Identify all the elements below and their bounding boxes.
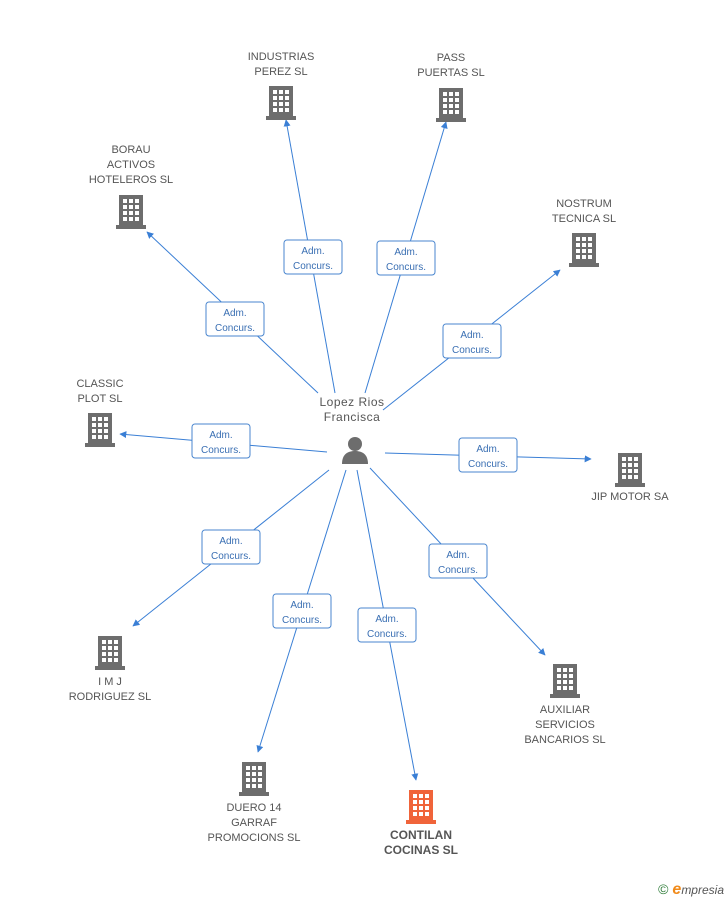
company-node-auxiliar-servicios[interactable]: AUXILIAR SERVICIOS BANCARIOS SL (524, 664, 606, 746)
relation-label-text: Concurs. (468, 459, 508, 470)
company-name-line: PEREZ SL (254, 66, 307, 78)
nodes-layer: INDUSTRIAS PEREZ SL PASS PUERTAS SL BORAU ACT… (69, 51, 670, 857)
company-name-line: TECNICA SL (552, 213, 616, 225)
relation-label-text: Adm. (219, 536, 242, 547)
building-icon (85, 413, 115, 447)
company-name-line: INDUSTRIAS (248, 51, 315, 63)
relation-label-text: Adm. (301, 246, 324, 257)
relation-label-text: Adm. (476, 444, 499, 455)
relation-label-box (357, 607, 417, 643)
relation-label-text: Adm. (394, 247, 417, 258)
relation-label-jip-motor[interactable]: Adm. Concurs. (458, 437, 518, 473)
relation-label-box (191, 423, 251, 459)
building-icon (95, 636, 125, 670)
relation-label-text: Concurs. (201, 445, 241, 456)
company-node-nostrum-tecnica[interactable]: NOSTRUM TECNICA SL (552, 198, 616, 267)
company-node-imj-rodriguez[interactable]: I M J RODRIGUEZ SL (69, 636, 152, 703)
company-name-line: CLASSIC (76, 378, 123, 390)
relation-label-box (205, 301, 265, 337)
relation-label-industrias-perez[interactable]: Adm. Concurs. (283, 239, 343, 275)
brand-logo-e: e (672, 881, 682, 898)
company-name-line: CONTILAN (390, 828, 452, 842)
company-node-pass-puertas[interactable]: PASS PUERTAS SL (417, 52, 485, 122)
company-name-line: HOTELEROS SL (89, 174, 173, 186)
relation-label-auxiliar-servicios[interactable]: Adm. Concurs. (428, 543, 488, 579)
footer-brand: ©empresia (658, 881, 724, 899)
relation-label-imj-rodriguez[interactable]: Adm. Concurs. (201, 529, 261, 565)
relation-label-pass-puertas[interactable]: Adm. Concurs. (376, 240, 436, 276)
company-name-line: PUERTAS SL (417, 67, 484, 79)
building-icon (615, 453, 645, 487)
company-name-line: NOSTRUM (556, 198, 612, 210)
relation-label-box (283, 239, 343, 275)
company-name-line: BORAU (111, 144, 150, 156)
relation-label-duero14[interactable]: Adm. Concurs. (272, 593, 332, 629)
relation-label-text: Adm. (223, 308, 246, 319)
company-node-duero14[interactable]: DUERO 14 GARRAF PROMOCIONS SL (208, 762, 301, 844)
relation-label-text: Adm. (460, 330, 483, 341)
relation-label-box (272, 593, 332, 629)
relation-label-text: Concurs. (438, 565, 478, 576)
relation-label-text: Adm. (290, 600, 313, 611)
company-name-line: I M J (98, 676, 122, 688)
company-name-line: AUXILIAR (540, 704, 590, 716)
relation-label-text: Concurs. (215, 323, 255, 334)
copyright-icon: © (658, 881, 669, 897)
relation-label-borau-activos[interactable]: Adm. Concurs. (205, 301, 265, 337)
company-name-line: COCINAS SL (384, 843, 458, 857)
center-name-line-2: Francisca (324, 410, 381, 424)
building-icon (436, 88, 466, 122)
relation-label-box (442, 323, 502, 359)
relation-label-text: Concurs. (211, 551, 251, 562)
relation-label-text: Adm. (446, 550, 469, 561)
relation-label-nostrum-tecnica[interactable]: Adm. Concurs. (442, 323, 502, 359)
building-icon (266, 86, 296, 120)
company-name-line: JIP MOTOR SA (591, 491, 669, 503)
building-icon (239, 762, 269, 796)
company-name-line: GARRAF (231, 817, 277, 829)
relation-label-text: Concurs. (386, 262, 426, 273)
company-name-line: ACTIVOS (107, 159, 155, 171)
building-icon (550, 664, 580, 698)
relation-label-text: Adm. (375, 614, 398, 625)
building-icon (569, 233, 599, 267)
brand-logo-text: mpresia (681, 883, 724, 897)
center-person-node[interactable]: Lopez Rios Francisca (319, 395, 384, 464)
company-name-line: PROMOCIONS SL (208, 832, 301, 844)
person-icon (342, 437, 368, 464)
relation-label-contilan-cocinas[interactable]: Adm. Concurs. (357, 607, 417, 643)
edge-labels-layer: Adm.Concurs.Adm.Concurs.Adm.Concurs.Adm.… (191, 239, 518, 643)
company-name-line: DUERO 14 (226, 802, 281, 814)
relation-label-box (376, 240, 436, 276)
relation-label-text: Concurs. (367, 629, 407, 640)
company-node-jip-motor[interactable]: JIP MOTOR SA (591, 453, 669, 503)
relation-label-text: Concurs. (282, 615, 322, 626)
building-icon (406, 790, 436, 824)
company-name-line: PASS (437, 52, 466, 64)
relation-label-text: Concurs. (452, 345, 492, 356)
building-icon (116, 195, 146, 229)
center-name-line-1: Lopez Rios (319, 395, 384, 409)
relation-label-box (428, 543, 488, 579)
company-node-classic-plot[interactable]: CLASSIC PLOT SL (76, 378, 124, 447)
relation-label-classic-plot[interactable]: Adm. Concurs. (191, 423, 251, 459)
relation-label-box (458, 437, 518, 473)
company-name-line: BANCARIOS SL (524, 734, 605, 746)
relation-label-box (201, 529, 261, 565)
relation-label-text: Adm. (209, 430, 232, 441)
company-name-line: RODRIGUEZ SL (69, 691, 152, 703)
company-name-line: PLOT SL (77, 393, 122, 405)
company-name-line: SERVICIOS (535, 719, 595, 731)
relation-label-text: Concurs. (293, 261, 333, 272)
company-node-industrias-perez[interactable]: INDUSTRIAS PEREZ SL (248, 51, 315, 120)
company-node-borau-activos[interactable]: BORAU ACTIVOS HOTELEROS SL (89, 144, 173, 229)
